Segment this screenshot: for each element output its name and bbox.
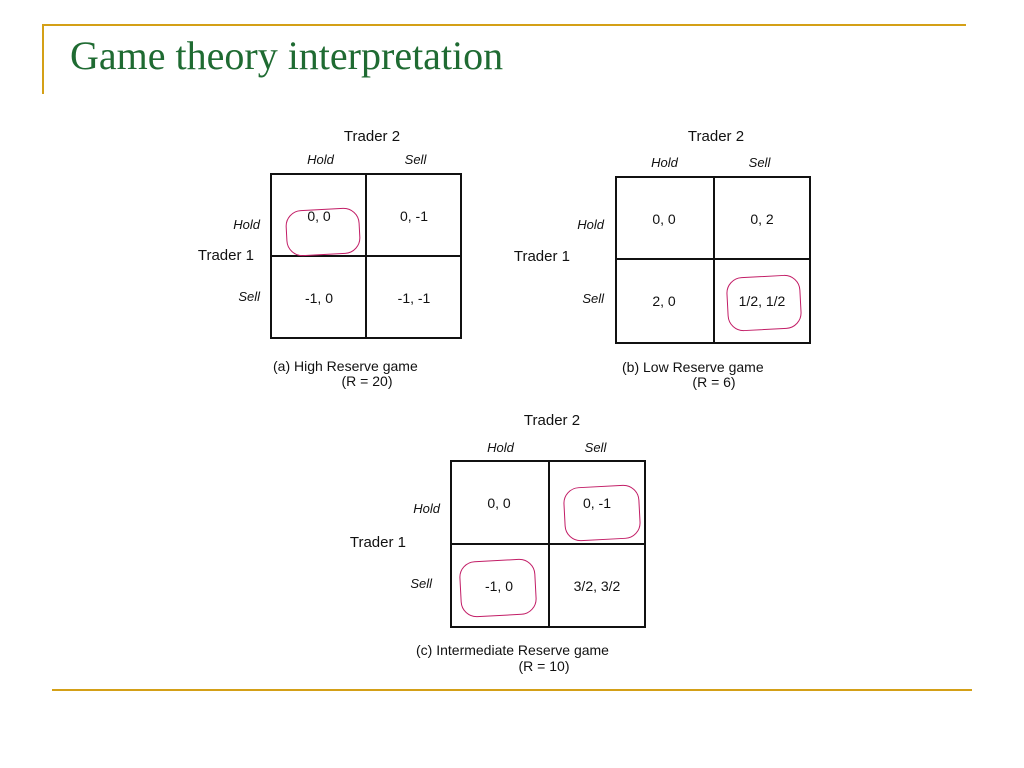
equilibrium-circle bbox=[725, 274, 803, 332]
game-caption: (a) High Reserve game bbox=[273, 358, 418, 374]
col-header-hold: Hold bbox=[487, 440, 514, 455]
payoff-matrix: 0, 0 0, -1 -1, 0 -1, -1 bbox=[270, 173, 462, 339]
payoff-sell-sell: -1, -1 bbox=[397, 289, 431, 306]
payoff-hold-hold: 0, 0 bbox=[487, 494, 511, 511]
row-header-sell: Sell bbox=[238, 289, 260, 304]
game-caption: (c) Intermediate Reserve game bbox=[416, 642, 609, 658]
matrix-divider-horizontal bbox=[617, 258, 809, 260]
payoff-sell-hold: 2, 0 bbox=[652, 292, 676, 309]
game-b: Trader 2 Hold Sell Hold Sell Trader 1 0,… bbox=[494, 127, 824, 407]
left-rule bbox=[42, 24, 44, 94]
payoff-sell-sell: 1/2, 1/2 bbox=[738, 292, 786, 309]
slide-title: Game theory interpretation bbox=[70, 33, 504, 78]
matrix-divider-horizontal bbox=[272, 255, 460, 257]
payoff-hold-sell: 0, 2 bbox=[750, 210, 774, 227]
reserve-param: (R = 6) bbox=[692, 374, 736, 390]
col-header-hold: Hold bbox=[307, 152, 334, 167]
col-header-sell: Sell bbox=[404, 152, 427, 167]
payoff-matrix: 0, 0 0, -1 -1, 0 3/2, 3/2 bbox=[450, 460, 646, 628]
row-header-hold: Hold bbox=[577, 217, 604, 232]
payoff-sell-hold: -1, 0 bbox=[304, 289, 333, 306]
game-c: Trader 2 Hold Sell Hold Sell Trader 1 0,… bbox=[330, 412, 660, 692]
row-header-sell: Sell bbox=[582, 291, 604, 306]
row-header-sell: Sell bbox=[410, 576, 432, 591]
trader-2-label: Trader 2 bbox=[523, 412, 581, 429]
row-header-hold: Hold bbox=[413, 501, 440, 516]
equilibrium-circle bbox=[284, 207, 362, 257]
payoff-hold-sell: 0, -1 bbox=[582, 494, 611, 511]
col-header-sell: Sell bbox=[748, 155, 771, 170]
equilibrium-circle bbox=[458, 558, 538, 618]
col-header-sell: Sell bbox=[584, 440, 607, 455]
reserve-param: (R = 20) bbox=[341, 373, 393, 389]
trader-1-label: Trader 1 bbox=[349, 534, 406, 551]
top-rule bbox=[42, 24, 966, 26]
bottom-rule bbox=[52, 689, 972, 691]
matrix-divider-horizontal bbox=[452, 543, 644, 545]
payoff-sell-hold: -1, 0 bbox=[484, 577, 513, 594]
trader-1-label: Trader 1 bbox=[513, 248, 570, 265]
trader-1-label: Trader 1 bbox=[197, 247, 254, 264]
trader-2-label: Trader 2 bbox=[343, 128, 401, 145]
payoff-hold-hold: 0, 0 bbox=[307, 207, 331, 224]
payoff-matrix: 0, 0 0, 2 2, 0 1/2, 1/2 bbox=[615, 176, 811, 344]
row-header-hold: Hold bbox=[233, 217, 260, 232]
game-a: Trader 2 Hold Sell Hold Sell Trader 1 0,… bbox=[150, 125, 480, 405]
matrix-divider-vertical bbox=[713, 178, 715, 342]
reserve-param: (R = 10) bbox=[518, 658, 570, 674]
payoff-sell-sell: 3/2, 3/2 bbox=[573, 577, 621, 594]
col-header-hold: Hold bbox=[651, 155, 678, 170]
payoff-hold-sell: 0, -1 bbox=[399, 207, 428, 224]
trader-2-label: Trader 2 bbox=[687, 128, 745, 145]
game-caption: (b) Low Reserve game bbox=[622, 359, 764, 375]
payoff-hold-hold: 0, 0 bbox=[652, 210, 676, 227]
equilibrium-circle bbox=[562, 484, 642, 542]
